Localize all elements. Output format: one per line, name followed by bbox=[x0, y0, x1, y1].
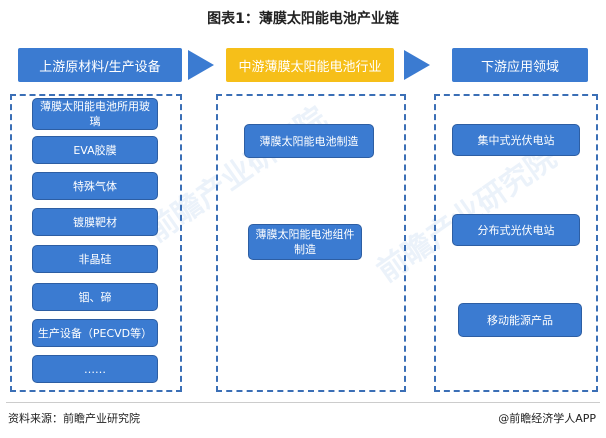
upstream-item: 特殊气体 bbox=[32, 172, 158, 200]
midstream-column bbox=[216, 94, 406, 392]
upstream-item: 薄膜太阳能电池所用玻璃 bbox=[32, 98, 158, 130]
upstream-item: 镀膜靶材 bbox=[32, 208, 158, 236]
downstream-item: 分布式光伏电站 bbox=[452, 214, 580, 246]
source-note: 资料来源：前瞻产业研究院 bbox=[8, 412, 140, 425]
upstream-item: 生产设备（PECVD等） bbox=[32, 319, 158, 347]
arrow-right-icon bbox=[188, 50, 214, 80]
midstream-item: 薄膜太阳能电池制造 bbox=[244, 124, 374, 158]
midstream-item: 薄膜太阳能电池组件制造 bbox=[248, 224, 362, 260]
downstream-item: 集中式光伏电站 bbox=[452, 124, 580, 156]
upstream-item: 非晶硅 bbox=[32, 245, 158, 273]
upstream-column bbox=[10, 94, 182, 392]
footer-divider bbox=[6, 402, 600, 403]
brand-credit: @前瞻经济学人APP bbox=[498, 412, 596, 425]
downstream-item: 移动能源产品 bbox=[458, 303, 582, 337]
page-title: 图表1：薄膜太阳能电池产业链 bbox=[207, 11, 399, 27]
header-downstream: 下游应用领域 bbox=[452, 48, 588, 82]
upstream-item: …… bbox=[32, 355, 158, 383]
arrow-right-icon bbox=[404, 50, 430, 80]
downstream-column bbox=[434, 94, 598, 392]
header-midstream: 中游薄膜太阳能电池行业 bbox=[226, 48, 394, 82]
header-upstream: 上游原材料/生产设备 bbox=[18, 48, 182, 82]
upstream-item: 铟、碲 bbox=[32, 283, 158, 311]
upstream-item: EVA胶膜 bbox=[32, 136, 158, 164]
